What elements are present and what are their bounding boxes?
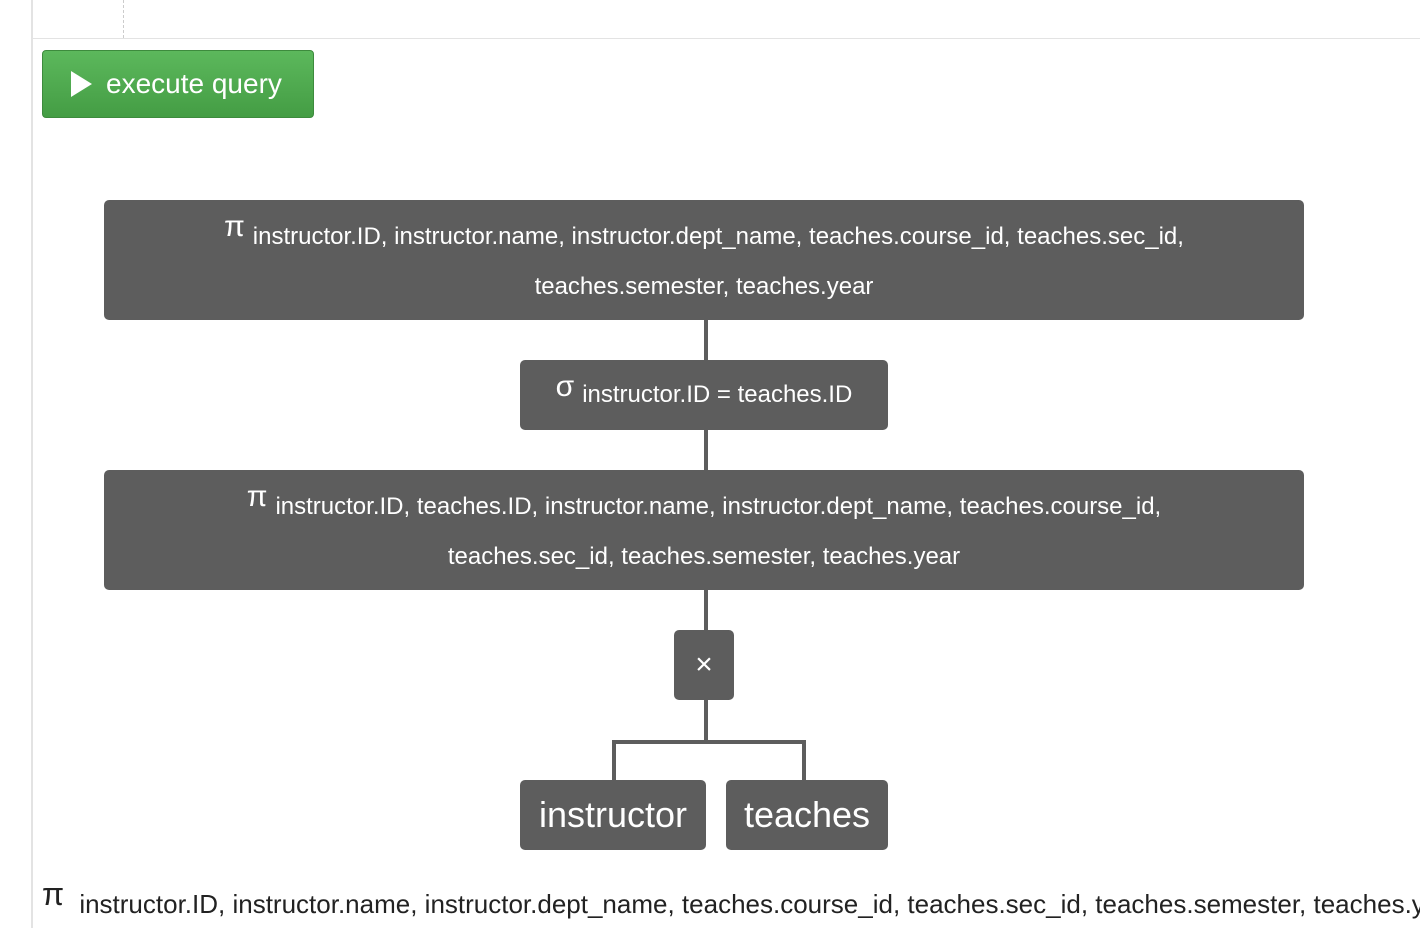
relation-name: instructor bbox=[538, 794, 688, 835]
projection-node-inner[interactable]: π instructor.ID, teaches.ID, instructor.n… bbox=[104, 470, 1304, 590]
execute-query-button[interactable]: execute query bbox=[42, 50, 314, 118]
result-expression-text: instructor.ID, instructor.name, instruct… bbox=[79, 889, 1420, 919]
query-editor[interactable] bbox=[33, 0, 1420, 39]
relation-node-instructor[interactable]: instructor bbox=[520, 780, 706, 850]
projection-attributes-line-1: instructor.ID, instructor.name, instruct… bbox=[252, 223, 1184, 250]
projection-attributes-line-2: teaches.semester, teaches.year bbox=[534, 273, 874, 300]
projection-symbol: π bbox=[224, 210, 245, 243]
projection-attributes-line-1: instructor.ID, teaches.ID, instructor.na… bbox=[275, 493, 1162, 520]
projection-node-root[interactable]: π instructor.ID, instructor.name, instruc… bbox=[104, 200, 1304, 320]
play-icon bbox=[71, 71, 92, 97]
tree-connector bbox=[704, 320, 708, 360]
tree-connector bbox=[704, 430, 708, 470]
execute-query-label: execute query bbox=[106, 68, 282, 99]
tree-connector bbox=[704, 590, 708, 630]
cross-product-symbol: × bbox=[695, 648, 713, 681]
projection-attributes-line-2: teaches.sec_id, teaches.semester, teache… bbox=[447, 543, 961, 570]
cross-product-node[interactable]: × bbox=[674, 630, 734, 700]
left-border bbox=[31, 0, 33, 928]
tree-connector bbox=[704, 700, 708, 742]
projection-symbol: π bbox=[246, 480, 268, 513]
tree-connector bbox=[802, 740, 806, 780]
relation-node-teaches[interactable]: teaches bbox=[726, 780, 888, 850]
editor-gutter bbox=[123, 0, 124, 38]
projection-symbol: π bbox=[42, 876, 65, 912]
relation-name: teaches bbox=[743, 794, 871, 835]
selection-symbol: σ bbox=[555, 370, 575, 403]
result-expression: π instructor.ID, instructor.name, instru… bbox=[42, 876, 1420, 921]
selection-node[interactable]: σ instructor.ID = teaches.ID bbox=[520, 360, 888, 430]
tree-connector bbox=[612, 740, 616, 780]
tree-connector bbox=[612, 740, 806, 744]
selection-condition: instructor.ID = teaches.ID bbox=[582, 381, 853, 408]
